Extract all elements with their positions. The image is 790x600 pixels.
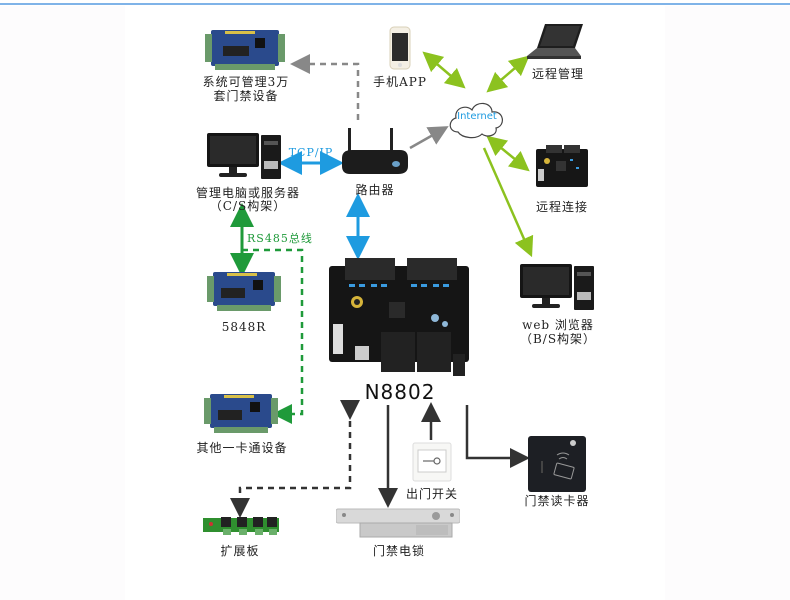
exit-button-node (412, 442, 452, 482)
wire-router-controllers (290, 54, 360, 120)
access-controllers-node (205, 26, 285, 71)
access-controllers-label-2: 套门禁设备 (213, 89, 279, 103)
remote-connection-label: 远程连接 (535, 200, 588, 214)
management-pc-label-1: 管理电脑或服务器 (195, 186, 300, 200)
desktop-computer-icon (207, 133, 281, 179)
web-browser-label-1: web 浏览器 (522, 318, 594, 332)
electric-lock-icon (335, 508, 461, 538)
laptop-icon (527, 24, 583, 59)
controller-board-icon (207, 272, 281, 311)
router-icon (342, 128, 408, 174)
expansion-board-label: 扩展板 (220, 544, 260, 558)
card-reader-label: 门禁读卡器 (524, 494, 590, 508)
card-reader-node (527, 435, 587, 493)
web-browser-label-2: （B/S构架） (519, 332, 597, 346)
smartphone-icon (389, 26, 411, 70)
controller-n8802-label: N8802 (364, 380, 436, 404)
electric-lock-label: 门禁电锁 (372, 544, 425, 558)
desktop-computer-icon (520, 264, 594, 310)
left-background-panel (0, 6, 125, 600)
internet-node: Internet (446, 96, 508, 140)
tcpip-label: TCP/IP (288, 146, 334, 159)
right-background-panel (665, 6, 790, 600)
router-node (338, 128, 410, 176)
rs485-bus-label: RS485总线 (247, 232, 313, 245)
controller-board-icon (536, 145, 588, 187)
wire-n8802-expansion (230, 400, 360, 518)
controller-board-icon (204, 394, 278, 433)
other-card-devices-label: 其他一卡通设备 (196, 441, 288, 455)
mobile-app-node (389, 26, 411, 70)
cloud-icon (449, 102, 503, 139)
remote-connection-node (534, 145, 590, 189)
expansion-board-node (203, 515, 279, 537)
remote-management-node (525, 22, 585, 62)
expansion-board-icon (203, 517, 279, 535)
controller-n8802-node (325, 258, 473, 378)
web-browser-node (518, 262, 598, 312)
top-divider-line (0, 3, 790, 5)
wire-internet-remote-mgmt (486, 55, 530, 93)
exit-button-icon (412, 442, 452, 482)
internet-label: Internet (457, 111, 497, 122)
wire-n8802-reader (465, 405, 530, 468)
mobile-app-label: 手机APP (373, 75, 427, 89)
access-controllers-label-1: 系统可管理3万 (202, 75, 290, 89)
router-label: 路由器 (355, 183, 395, 197)
other-card-devices-node (204, 390, 278, 434)
management-pc-node (205, 131, 285, 181)
controller-board-icon (329, 258, 469, 376)
wire-internet-mobile (422, 51, 466, 89)
wire-router-internet (409, 126, 449, 150)
management-pc-label-2: （C/S构架） (209, 199, 287, 213)
board-5848r-node (207, 268, 281, 312)
exit-button-label: 出门开关 (405, 487, 458, 501)
wire-internet-remote-conn (486, 135, 530, 172)
wire-internet-web (482, 147, 534, 258)
card-reader-icon (528, 436, 586, 492)
board-5848r-label: 5848R (221, 320, 267, 334)
controller-board-icon (205, 30, 285, 70)
electric-lock-node (335, 507, 461, 541)
remote-management-label: 远程管理 (531, 67, 584, 81)
